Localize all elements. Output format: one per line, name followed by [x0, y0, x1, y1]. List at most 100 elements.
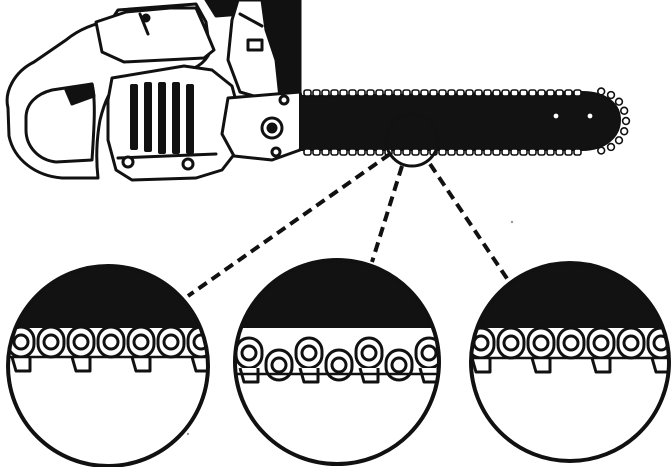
chain-link	[438, 89, 447, 97]
chain-link	[312, 89, 321, 97]
chain-link	[312, 148, 321, 156]
rivet	[132, 333, 150, 351]
cover-bolt-2	[181, 157, 195, 171]
chain-link	[339, 89, 348, 97]
chain-link	[606, 90, 616, 100]
drive-link-tang	[530, 357, 552, 374]
chain-bottom-run	[303, 148, 582, 156]
rivet	[622, 334, 640, 352]
chain-link	[348, 148, 357, 156]
chain-link	[537, 89, 546, 97]
magnifier-circle	[384, 112, 440, 168]
chain-link	[501, 148, 510, 156]
bar-nut-center	[266, 122, 278, 134]
bar-cross-section	[8, 266, 208, 328]
chain-link	[402, 148, 411, 156]
rivet	[472, 334, 490, 352]
chain-link	[456, 89, 465, 97]
detail-border	[469, 261, 671, 463]
chain-link	[606, 142, 616, 152]
bar-rivet	[553, 113, 559, 119]
chain-link	[303, 89, 312, 97]
bolt-b	[270, 146, 282, 158]
chain-link	[456, 148, 465, 156]
chain-link	[528, 89, 537, 97]
rivet	[390, 356, 408, 374]
chain-link	[357, 89, 366, 97]
chain-link	[420, 148, 429, 156]
chain-link	[465, 148, 474, 156]
chain-link	[537, 148, 546, 156]
chain-links	[8, 325, 208, 373]
speck	[510, 220, 514, 224]
chain-link	[546, 148, 555, 156]
chain-link	[519, 148, 528, 156]
callout-left	[186, 152, 392, 298]
rivet	[12, 333, 30, 351]
chain-link	[411, 148, 420, 156]
drive-link-tang	[70, 356, 92, 373]
chain-link	[597, 87, 606, 96]
chain-link	[393, 148, 402, 156]
drive-link-tang	[10, 356, 32, 373]
rivet	[162, 333, 180, 351]
cover-screw	[141, 13, 151, 23]
rivet	[240, 344, 258, 362]
chain-link	[420, 89, 429, 97]
chain-link	[348, 89, 357, 97]
drive-link-tang	[650, 357, 669, 374]
speck	[186, 432, 190, 436]
rivet	[72, 333, 90, 351]
detail-border	[233, 258, 441, 466]
bolt-a	[278, 94, 290, 106]
rivet	[502, 334, 520, 352]
chain-link	[375, 89, 384, 97]
chain-link	[411, 89, 420, 97]
rivet	[562, 334, 580, 352]
chain-link	[465, 89, 474, 97]
drive-link-tang	[590, 357, 612, 374]
chain-link	[483, 148, 492, 156]
guide-bar	[299, 87, 631, 168]
chain-link	[501, 89, 510, 97]
chain-link	[564, 148, 573, 156]
rivet	[270, 356, 288, 374]
trigger	[64, 82, 96, 106]
chain-link	[339, 148, 348, 156]
detail-view-loose	[233, 258, 441, 466]
detail-border	[6, 264, 210, 467]
chain-link	[393, 89, 402, 97]
cover-bolt	[121, 155, 135, 169]
drive-link-tang	[130, 356, 152, 373]
chainsaw-icon	[5, 0, 308, 182]
rivet	[330, 356, 348, 374]
guard-detail	[238, 12, 264, 28]
chain-link	[321, 148, 330, 156]
chain-link	[528, 148, 537, 156]
chain-link	[614, 136, 624, 145]
bar-rivet-2	[587, 113, 593, 119]
chain-link	[555, 148, 564, 156]
guard-label	[246, 38, 264, 52]
chain-link	[492, 89, 501, 97]
detail-view-correct	[6, 264, 210, 467]
chain-link	[619, 106, 629, 115]
chain-top-run	[303, 87, 631, 155]
rivet	[102, 333, 120, 351]
chain-link	[597, 146, 606, 155]
detail-view-tight	[469, 261, 671, 463]
drive-link-tang	[190, 356, 208, 373]
callout-right	[428, 162, 510, 282]
chain-link	[619, 127, 629, 136]
chain-link	[546, 89, 555, 97]
rivet	[592, 334, 610, 352]
callout-lines	[186, 152, 510, 298]
drive-link-tang	[471, 357, 492, 374]
chain-link	[330, 148, 339, 156]
chain-link	[614, 97, 624, 106]
chain-link	[519, 89, 528, 97]
chain-link	[447, 89, 456, 97]
cover-line	[138, 12, 150, 36]
chain-link	[303, 148, 312, 156]
